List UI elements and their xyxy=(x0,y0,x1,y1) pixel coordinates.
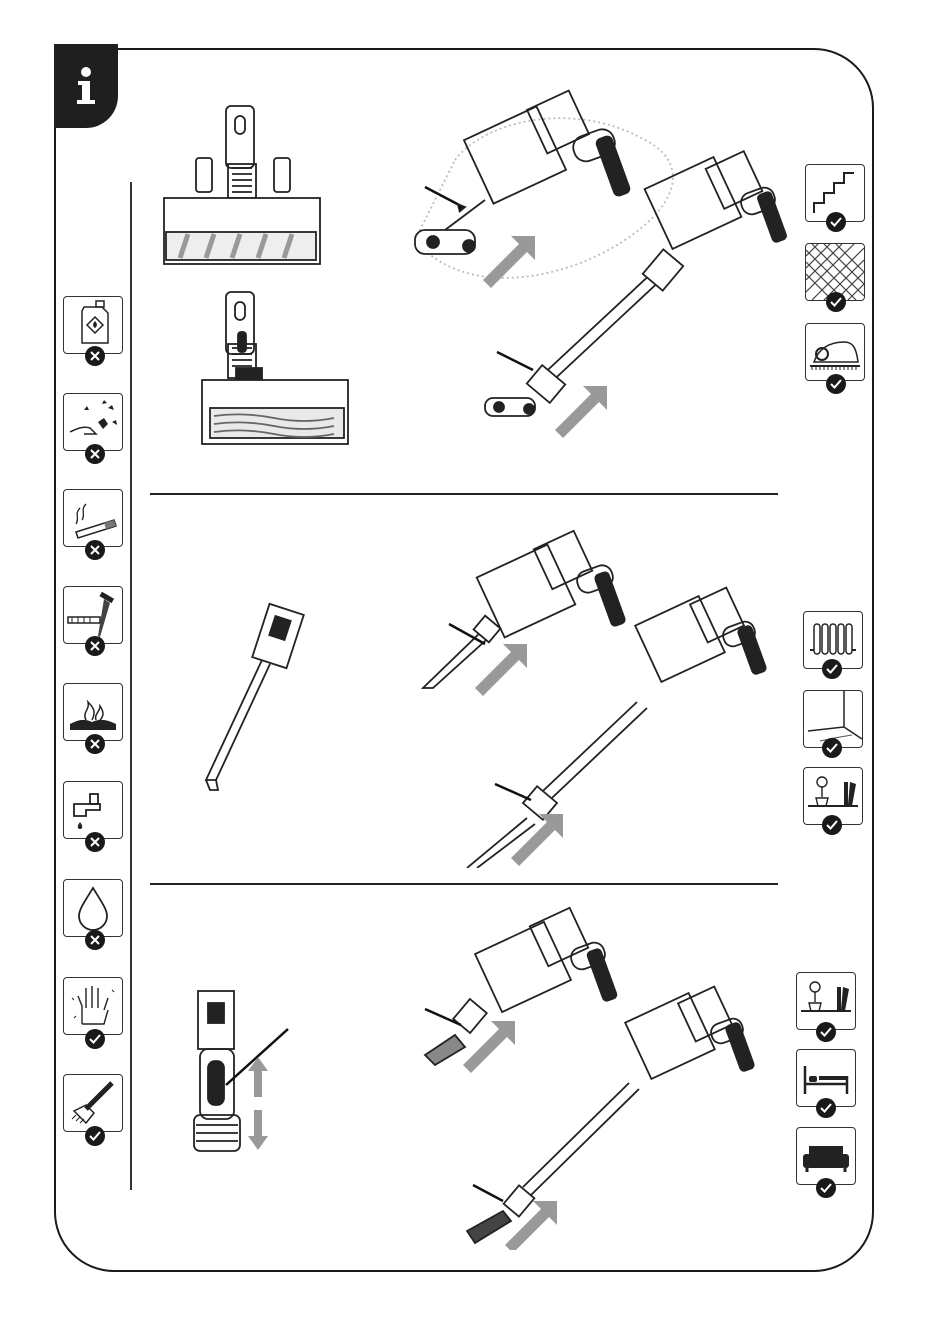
prohibited-badge xyxy=(85,734,105,754)
allowed-badge xyxy=(822,815,842,835)
cleaning-brush-icon xyxy=(63,1074,123,1132)
allowed-badge xyxy=(85,1126,105,1146)
section-divider-2 xyxy=(150,883,778,885)
liquid-drop-icon xyxy=(63,879,123,937)
info-icon xyxy=(68,66,104,106)
cigarette-icon xyxy=(63,489,123,547)
allowed-badge xyxy=(826,212,846,232)
vacuum-dusting-brush-attach xyxy=(415,905,795,1250)
dusting-brush-illustration xyxy=(180,985,300,1160)
allowed-badge xyxy=(816,1098,836,1118)
prohibited-badge xyxy=(85,444,105,464)
floor-brush-illustration xyxy=(150,98,350,468)
hands-gloves-icon xyxy=(63,977,123,1035)
crevice-tool-illustration xyxy=(190,600,310,795)
prohibited-badge xyxy=(85,346,105,366)
prohibited-badge xyxy=(85,930,105,950)
broken-glass-icon xyxy=(63,393,123,451)
prohibited-badge xyxy=(85,540,105,560)
left-divider xyxy=(130,182,132,1190)
section-divider-1 xyxy=(150,493,778,495)
info-tab xyxy=(54,44,118,128)
vacuum-floor-brush-attach xyxy=(395,80,795,450)
hot-ashes-icon xyxy=(63,683,123,741)
allowed-badge xyxy=(826,374,846,394)
prohibited-badge xyxy=(85,636,105,656)
allowed-badge xyxy=(826,292,846,312)
allowed-badge xyxy=(816,1178,836,1198)
water-tap-icon xyxy=(63,781,123,839)
allowed-badge xyxy=(85,1029,105,1049)
carpet-icon xyxy=(805,323,865,381)
allowed-badge xyxy=(822,738,842,758)
vacuum-crevice-attach xyxy=(415,528,795,868)
allowed-badge xyxy=(822,659,842,679)
allowed-badge xyxy=(816,1022,836,1042)
prohibited-badge xyxy=(85,832,105,852)
sofa-icon xyxy=(796,1127,856,1185)
